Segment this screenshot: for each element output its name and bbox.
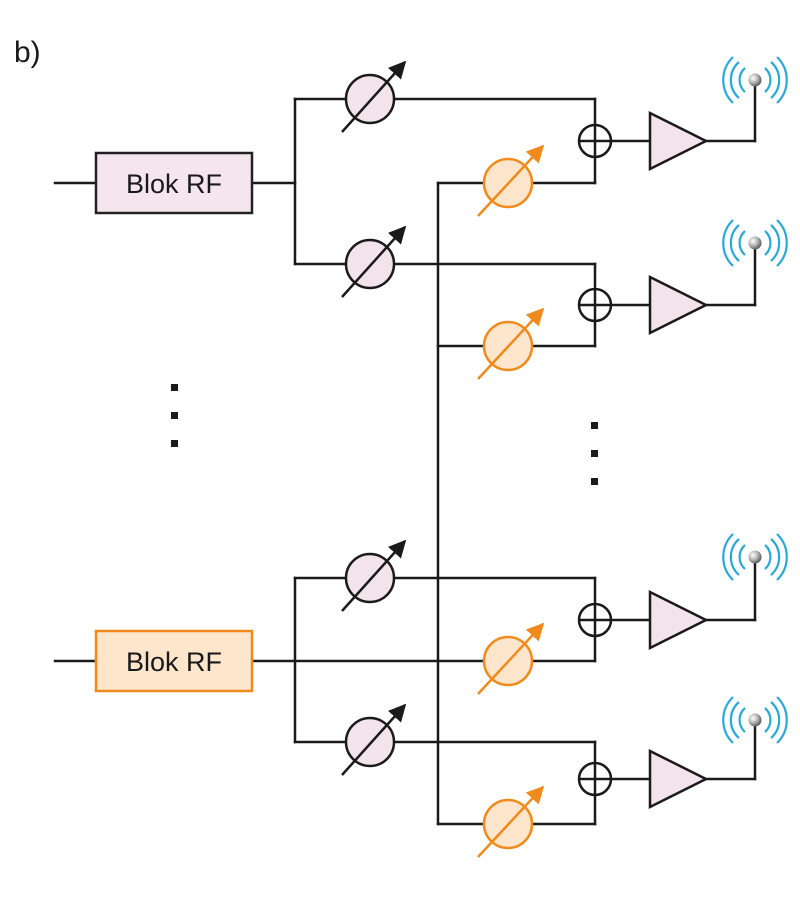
- phase-shifter-orange-3: [477, 622, 545, 695]
- ellipsis-left: [171, 384, 178, 447]
- combiner-2: [577, 287, 613, 323]
- amplifier-1: [648, 110, 709, 172]
- phase-shifter-orange-4: [477, 785, 545, 858]
- rf-block-bottom-label: Blok RF: [126, 647, 222, 677]
- phase-shifter-pink-2: [341, 225, 407, 298]
- amplifier-2: [648, 274, 709, 336]
- combiner-4: [577, 761, 613, 797]
- combiner-1: [577, 123, 613, 159]
- phase-shifter-pink-1: [341, 60, 407, 133]
- ellipsis-right: [591, 422, 598, 485]
- amplifier-3: [648, 589, 709, 651]
- phase-shifter-pink-4: [341, 703, 407, 776]
- antenna-icon-3: [722, 533, 788, 581]
- panel-label: b): [14, 36, 41, 69]
- amplifier-4: [648, 748, 709, 810]
- antenna-icon-4: [722, 696, 788, 744]
- antenna-icon-2: [722, 219, 788, 267]
- combiner-3: [577, 602, 613, 638]
- rf-block-bottom: Blok RF: [94, 629, 254, 693]
- phase-shifter-orange-1: [477, 144, 545, 217]
- antenna-icon-1: [722, 56, 788, 104]
- phase-shifter-orange-2: [477, 307, 545, 380]
- phase-shifter-pink-3: [341, 539, 407, 612]
- rf-block-top: Blok RF: [94, 151, 254, 215]
- wires: [53, 78, 757, 826]
- rf-block-top-label: Blok RF: [126, 169, 222, 199]
